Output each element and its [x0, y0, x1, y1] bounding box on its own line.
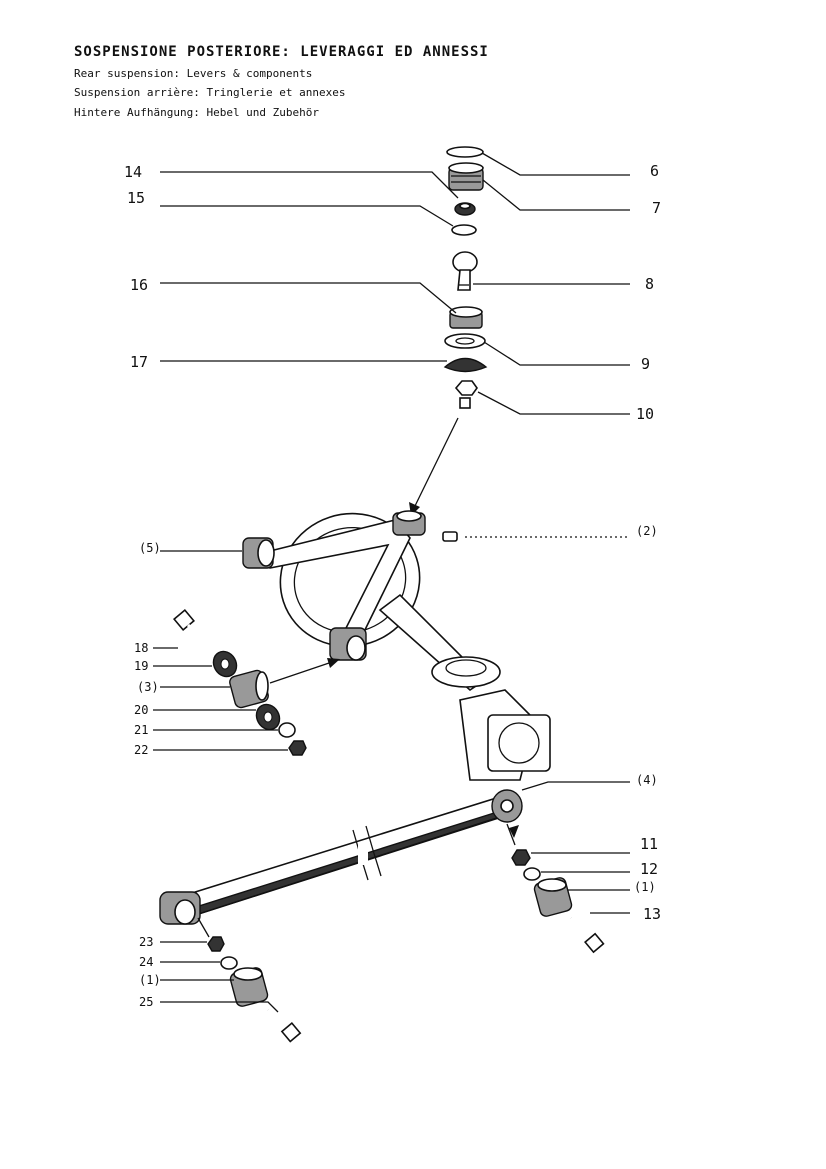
- callout-13: 13: [643, 905, 661, 923]
- grease-nipple-part-2: [442, 531, 458, 542]
- callout-18: 18: [134, 641, 148, 655]
- callout-7: 7: [652, 199, 661, 217]
- nut-part-11: [511, 849, 531, 866]
- seal-part-14: [454, 202, 476, 216]
- dust-cover-part-9: [444, 333, 486, 349]
- callout-19: 19: [134, 659, 148, 673]
- lower-arm-part-4: [159, 789, 523, 925]
- ball-pin-part-8: [452, 251, 478, 291]
- callout-5: (5): [139, 541, 161, 555]
- threaded-cap-part-7: [448, 162, 484, 191]
- callout-2: (2): [636, 524, 658, 538]
- bolt-part-13: [569, 916, 605, 954]
- callout-9: 9: [641, 355, 650, 373]
- washer-part-12: [523, 867, 541, 881]
- callout-3: (3): [137, 680, 159, 694]
- nut-part-10: [454, 380, 478, 409]
- callout-17: 17: [130, 353, 148, 371]
- callout-16: 16: [130, 276, 148, 294]
- bolt-part-25: [266, 1008, 302, 1043]
- upper-lever-part-5: [242, 510, 426, 661]
- callout-8: 8: [645, 275, 654, 293]
- bushing-part-3: [229, 669, 269, 709]
- callout-11: 11: [640, 835, 658, 853]
- callout-20: 20: [134, 703, 148, 717]
- callout-1-right: (1): [634, 880, 656, 894]
- callout-10: 10: [636, 405, 654, 423]
- callout-12: 12: [640, 860, 658, 878]
- subtitle-german: Hintere Aufhängung: Hebel und Zubehör: [74, 106, 320, 119]
- callout-1-left: (1): [139, 973, 161, 987]
- callout-22: 22: [134, 743, 148, 757]
- callout-24: 24: [139, 955, 153, 969]
- callout-15: 15: [127, 189, 145, 207]
- bushing-part-1-right: [533, 877, 573, 917]
- callout-21: 21: [134, 723, 148, 737]
- callout-23: 23: [139, 935, 153, 949]
- circlip-part-6: [446, 146, 484, 158]
- bushing-part-1-left: [229, 967, 269, 1007]
- callouts: 6 7 8 9 10 14 15 16 17 (2) (5) 18 19 (3)…: [124, 162, 661, 1009]
- washer-part-19: [212, 650, 238, 678]
- leader-lines: [153, 152, 630, 1013]
- washer-part-15: [451, 224, 477, 236]
- callout-6: 6: [650, 162, 659, 180]
- boot-part-17: [443, 357, 488, 373]
- washer-part-20: [255, 703, 281, 731]
- callout-4: (4): [636, 773, 658, 787]
- subtitle-french: Suspension arrière: Tringlerie et annexe…: [74, 86, 346, 99]
- subtitle-english: Rear suspension: Levers & components: [74, 67, 313, 80]
- bolt-part-18: [173, 609, 222, 658]
- washer-part-24: [220, 956, 238, 970]
- callout-14: 14: [124, 163, 142, 181]
- page-title: SOSPENSIONE POSTERIORE: LEVERAGGI ED ANN…: [74, 44, 489, 60]
- callout-25: 25: [139, 995, 153, 1009]
- bushing-part-16: [449, 306, 483, 329]
- nut-part-23: [207, 936, 225, 952]
- nut-part-22: [288, 740, 307, 756]
- washer-part-21: [278, 722, 296, 738]
